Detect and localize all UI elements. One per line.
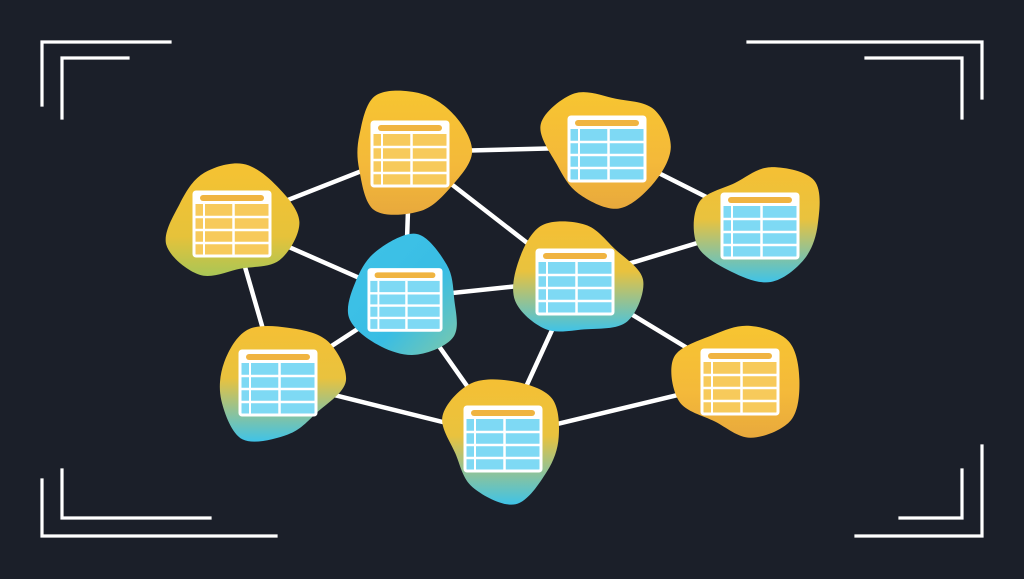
table-node-n9 — [671, 325, 800, 438]
table-node-n2 — [357, 90, 473, 215]
database-table-icon — [370, 120, 450, 188]
database-table-icon — [238, 349, 318, 417]
corner-bracket-icon — [854, 444, 984, 538]
database-table-icon — [192, 190, 272, 258]
corner-bracket-icon — [898, 468, 964, 520]
table-node-n1 — [165, 163, 300, 277]
frame-corners — [40, 40, 984, 538]
corner-bracket-icon — [60, 468, 212, 520]
table-nodes — [165, 90, 820, 505]
corner-bracket-icon — [60, 56, 130, 120]
corner-bracket-icon — [40, 478, 278, 538]
table-node-n8 — [442, 379, 560, 505]
database-table-icon — [463, 405, 543, 473]
corner-bracket-icon — [40, 40, 172, 107]
table-node-n7 — [219, 325, 347, 442]
corner-bracket-icon — [746, 40, 984, 100]
database-table-icon — [367, 268, 443, 332]
corner-bracket-icon — [864, 56, 964, 120]
table-node-n5 — [347, 233, 457, 355]
table-node-n4 — [693, 167, 820, 283]
database-table-icon — [535, 248, 615, 316]
database-table-icon — [720, 192, 800, 260]
database-table-icon — [700, 348, 780, 416]
database-table-icon — [567, 115, 647, 183]
table-node-n3 — [540, 92, 671, 209]
table-node-n6 — [513, 221, 644, 332]
